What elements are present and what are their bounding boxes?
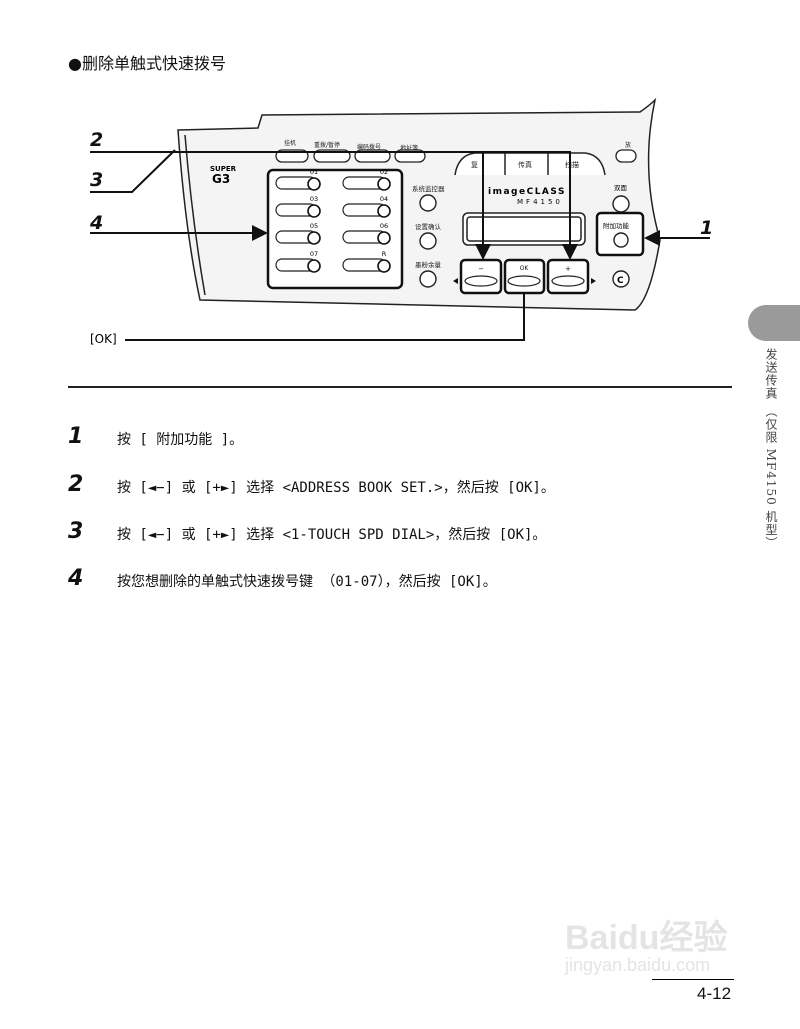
step-number: 1: [68, 424, 84, 449]
speed-dial-key-01: 01: [275, 168, 321, 191]
svg-text:传真: 传真: [518, 160, 532, 169]
additional-functions-key: [613, 232, 629, 248]
speed-dial-label: 04: [380, 195, 388, 203]
svg-text:3: 3: [90, 169, 103, 191]
svg-text:2: 2: [90, 129, 103, 151]
speed-dial-label: R: [382, 250, 387, 258]
zoom-key: [615, 149, 637, 163]
speed-dial-key-07: 07: [275, 250, 321, 273]
step-number: 4: [68, 566, 84, 591]
svg-text:双面: 双面: [614, 184, 628, 192]
svg-text:墨粉余量: 墨粉余量: [415, 260, 442, 269]
chapter-tab: [748, 305, 800, 341]
svg-text:−: −: [478, 265, 484, 273]
speed-dial-label: 06: [380, 222, 388, 230]
speed-dial-label: 07: [310, 250, 318, 258]
settings-confirm-key: [419, 232, 437, 250]
speed-dial-key-02: 02: [342, 168, 391, 191]
svg-text:OK: OK: [520, 265, 530, 272]
speed-dial-key-04: 04: [342, 195, 391, 218]
step-number: 3: [68, 519, 84, 544]
step-text: 按您想删除的单触式快速拨号键 （01-07），然后按 [OK]。: [117, 574, 497, 590]
svg-text:设置确认: 设置确认: [415, 222, 442, 231]
duplex-key: [612, 195, 630, 213]
speed-dial-key-06: 06: [342, 222, 391, 245]
speed-dial-key-R: R: [342, 250, 391, 273]
speed-dial-keys: 01 02 03 04 05 06 07 R: [275, 168, 391, 273]
svg-text:复: 复: [471, 160, 478, 169]
svg-text:放: 放: [625, 141, 631, 149]
system-monitor-key: [419, 194, 437, 212]
callout-ok-line: [125, 294, 525, 341]
chapter-label: 发送传真 （仅限 MF4150 机型）: [764, 348, 778, 550]
speed-dial-key-03: 03: [275, 195, 321, 218]
svg-text:重拨/暂停: 重拨/暂停: [314, 141, 340, 149]
callout-3-line: [90, 149, 176, 193]
watermark: Baidu经验 jingyan.baidu.com: [565, 919, 728, 975]
footer-rule: [652, 979, 734, 980]
page-number: 4-12: [697, 984, 732, 1003]
svg-text:地址簿: 地址簿: [400, 144, 418, 152]
svg-text:系统监控器: 系统监控器: [412, 184, 445, 193]
divider: [68, 386, 732, 388]
svg-text:4: 4: [89, 212, 103, 234]
svg-text:+: +: [565, 265, 571, 273]
step-text: 按 [◄−] 或 [+►] 选择 <1-TOUCH SPD DIAL>，然后按 …: [117, 527, 547, 543]
brand-logo: imageCLASS: [488, 187, 566, 197]
toner-gauge-key: [419, 270, 437, 288]
clear-key: [612, 270, 630, 288]
svg-text:附加功能: 附加功能: [603, 221, 630, 230]
speed-dial-label: 01: [310, 168, 318, 176]
speed-dial-label: 02: [380, 168, 388, 176]
svg-text:扫描: 扫描: [565, 160, 579, 169]
callout-2-line: [90, 151, 578, 260]
svg-text:[OK]: [OK]: [90, 332, 117, 346]
speed-dial-label: 03: [310, 195, 318, 203]
step-text: 按 [ 附加功能 ]。: [117, 432, 244, 448]
svg-text:MF4150: MF4150: [517, 198, 563, 206]
svg-text:C: C: [617, 276, 624, 286]
svg-text:挂机: 挂机: [284, 139, 296, 147]
step-number: 2: [68, 472, 84, 497]
super-g3-logo: SUPER: [210, 165, 237, 173]
speed-dial-key-05: 05: [275, 222, 321, 245]
speed-dial-label: 05: [310, 222, 318, 230]
svg-text:G3: G3: [212, 172, 230, 186]
svg-text:1: 1: [700, 217, 713, 239]
svg-text:编码拨号: 编码拨号: [357, 143, 381, 151]
section-heading: ●删除单触式快速拨号: [68, 54, 226, 73]
step-text: 按 [◄−] 或 [+►] 选择 <ADDRESS BOOK SET.>，然后按…: [117, 480, 555, 496]
